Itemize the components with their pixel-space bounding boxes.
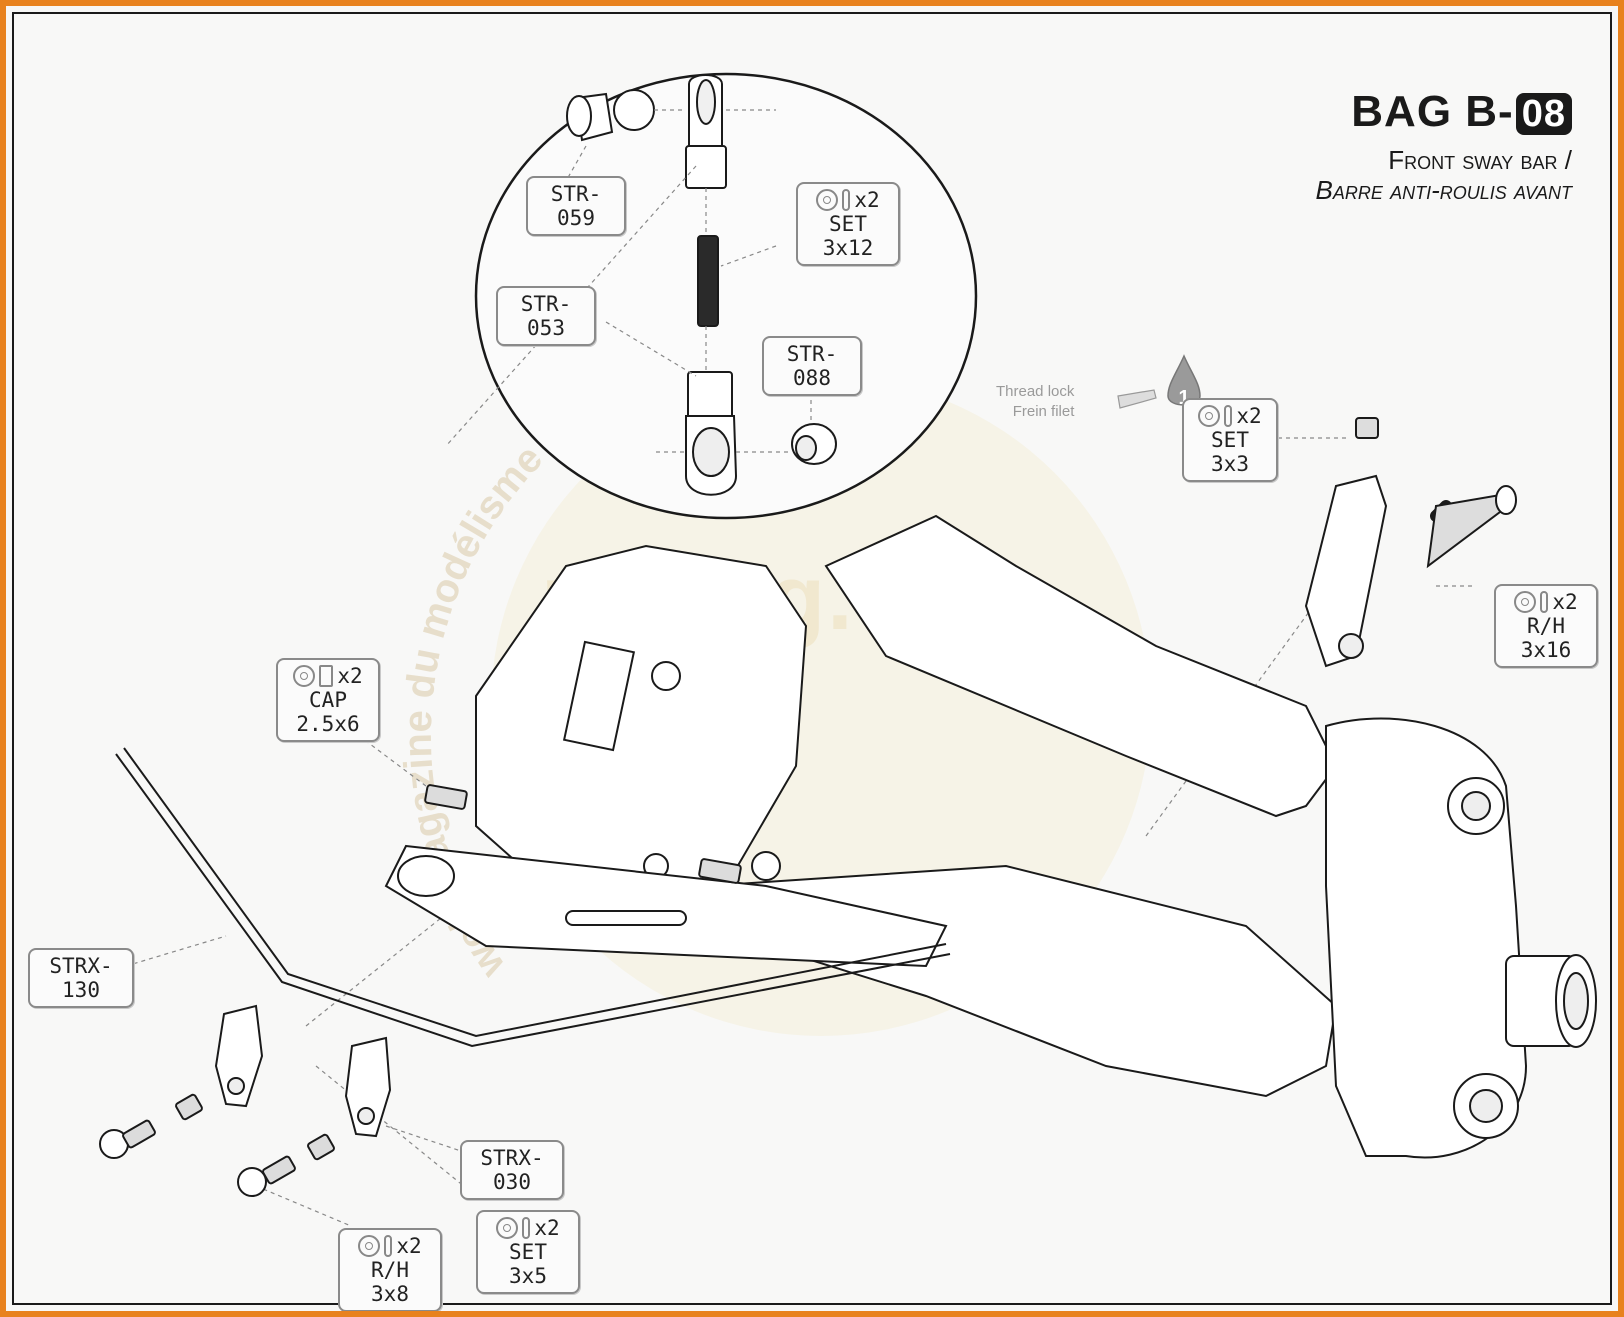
hw-size: SET 3x12 (822, 212, 874, 261)
subtitle-english: Front sway bar / (1388, 145, 1572, 175)
pointing-hand-icon (1117, 389, 1157, 409)
label-str-059: STR-059 (526, 176, 626, 237)
set-screw-icon (522, 1217, 531, 1240)
round-head-screw-icon (384, 1235, 393, 1258)
hw-size: SET 3x5 (509, 1240, 547, 1289)
thread-lock-en: Thread lock (996, 383, 1075, 400)
bag-title-block: BAG B-08 Front sway bar / Barre anti-rou… (1315, 87, 1573, 205)
round-head-screw-icon (1540, 591, 1549, 614)
small-hardware (99, 784, 742, 1197)
label-str-053: STR-053 (496, 286, 596, 347)
thread-lock-step-number: 1 (1178, 387, 1189, 409)
hw-size: SET 3x3 (1211, 428, 1249, 477)
hw-qty: x2 (1236, 404, 1262, 428)
label-set-3x3: x2 SET 3x3 (1182, 398, 1278, 483)
hw-size: R/H 3x8 (371, 1258, 409, 1307)
lower-rod-end-part (685, 371, 738, 496)
set-screw-3x3 (1355, 417, 1379, 439)
bag-number-badge: 08 (1515, 93, 1572, 135)
label-rh-3x8: x2 R/H 3x8 (338, 1228, 442, 1311)
washer-icon (816, 189, 839, 212)
hw-qty: x2 (1552, 590, 1578, 614)
label-str-088: STR-088 (762, 336, 862, 397)
set-screw-icon (842, 189, 851, 212)
bag-title: BAG B-08 (1316, 87, 1572, 136)
hw-qty: x2 (534, 1216, 560, 1240)
washer-icon (1514, 591, 1537, 614)
thread-lock-note: Thread lock Frein filet (996, 382, 1074, 422)
threaded-rod-part (697, 235, 719, 327)
thread-lock-drop: 1 (1117, 354, 1201, 409)
hw-qty: x2 (396, 1234, 422, 1258)
label-rh-3x16: x2 R/H 3x16 (1494, 584, 1598, 669)
hw-qty: x2 (854, 188, 880, 212)
hw-size: R/H 3x16 (1520, 614, 1572, 663)
upper-rod-end-part (685, 74, 727, 189)
thread-lock-fr: Frein filet (1012, 403, 1075, 420)
bushing-part (791, 423, 837, 465)
label-cap-2-5x6: x2 CAP 2.5x6 (276, 658, 380, 743)
bag-prefix: BAG B- (1351, 87, 1514, 136)
washer-icon (1198, 405, 1221, 428)
label-set-3x5: x2 SET 3x5 (476, 1210, 580, 1295)
washer-icon (358, 1235, 381, 1258)
front-suspension-assembly (384, 417, 1597, 1159)
sway-bar-wire (115, 747, 951, 1048)
cap-screw-icon (319, 665, 334, 688)
subtitle-french: Barre anti-roulis avant (1315, 175, 1573, 205)
hw-qty: x2 (337, 664, 363, 688)
bulkhead-window (562, 640, 636, 752)
hw-size: CAP 2.5x6 (296, 688, 360, 737)
label-set-3x12: x2 SET 3x12 (796, 182, 900, 267)
sway-bar-mounts (214, 1004, 392, 1138)
sway-bar-plate (384, 844, 948, 968)
screw-rh-3x16 (1426, 485, 1517, 569)
washer-icon (496, 1217, 519, 1240)
label-strx-130: STRX-130 (28, 948, 134, 1009)
label-strx-030: STRX-030 (460, 1140, 564, 1201)
set-screw-icon (1224, 405, 1233, 428)
washer-icon (293, 665, 316, 688)
